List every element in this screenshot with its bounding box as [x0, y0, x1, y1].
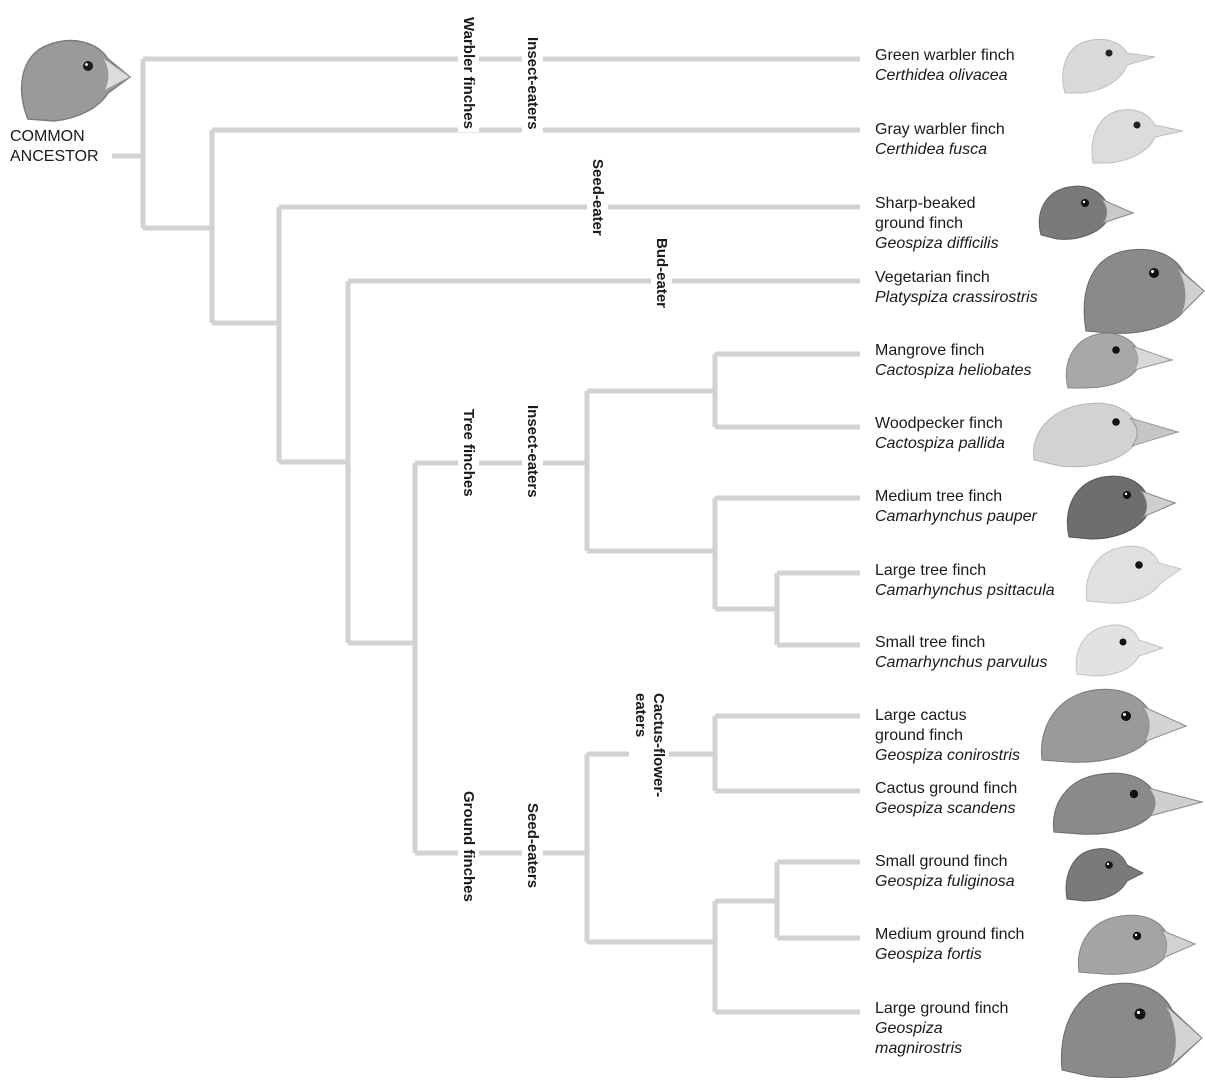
species-scientific-name: Geospiza conirostris [875, 746, 1020, 766]
species-common-name: Large tree finch [875, 561, 1055, 581]
finch-head-illustration [1063, 473, 1178, 543]
finch-head-illustration [14, 33, 132, 125]
finch-head-illustration [1062, 330, 1174, 392]
branch-cactospiza [587, 354, 715, 427]
label-warbler-finches: Warbler finches [458, 14, 479, 132]
species-common-name: Large ground finch [875, 999, 1008, 1019]
species-scientific-name: Certhidea fusca [875, 140, 1005, 160]
species-common-name: Sharp-beaked ground finch [875, 194, 999, 234]
species-woodpecker: Woodpecker finch Cactospiza pallida [875, 414, 1005, 454]
species-scientific-name: Certhidea olivacea [875, 66, 1015, 86]
species-large-cactus: Large cactus ground finch Geospiza conir… [875, 706, 1020, 766]
species-common-name: Vegetarian finch [875, 268, 1038, 288]
label-ground-finches: Ground finches [458, 788, 479, 905]
species-common-name: Green warbler finch [875, 46, 1015, 66]
finch-head-illustration [1035, 183, 1135, 243]
finch-head-illustration [1080, 245, 1205, 335]
species-common-name: Gray warbler finch [875, 120, 1005, 140]
finch-head-illustration [1058, 980, 1205, 1080]
species-sharp-beaked: Sharp-beaked ground finch Geospiza diffi… [875, 194, 999, 254]
species-scientific-name: Geospiza scandens [875, 799, 1017, 819]
tree-branches [112, 59, 860, 1012]
finch-head-illustration [1063, 845, 1145, 903]
finch-head-illustration [1083, 543, 1183, 607]
common-ancestor-label: COMMON ANCESTOR [10, 127, 99, 167]
finch-head-illustration [1075, 912, 1197, 978]
label-tree-insect-eaters: Insect-eaters [522, 402, 543, 501]
branch-node-c [279, 281, 348, 643]
species-scientific-name: Camarhynchus pauper [875, 507, 1037, 527]
finch-head-illustration [1050, 770, 1205, 838]
species-common-name: Medium tree finch [875, 487, 1037, 507]
species-scientific-name: Geospiza fuliginosa [875, 872, 1015, 892]
species-large-tree: Large tree finch Camarhynchus psittacula [875, 561, 1055, 601]
branch-tree-finches [415, 391, 587, 551]
species-small-tree: Small tree finch Camarhynchus parvulus [875, 633, 1048, 673]
species-scientific-name: Cactospiza heliobates [875, 361, 1032, 381]
species-common-name: Small tree finch [875, 633, 1048, 653]
species-cactus-ground: Cactus ground finch Geospiza scandens [875, 779, 1017, 819]
species-vegetarian: Vegetarian finch Platyspiza crassirostri… [875, 268, 1038, 308]
species-medium-ground: Medium ground finch Geospiza fortis [875, 925, 1024, 965]
species-common-name: Medium ground finch [875, 925, 1024, 945]
species-scientific-name: Camarhynchus parvulus [875, 653, 1048, 673]
finch-head-illustration [1087, 105, 1185, 167]
species-common-name: Large cactus ground finch [875, 706, 1020, 746]
finch-head-illustration [1030, 400, 1180, 472]
species-scientific-name: Geospiza magnirostris [875, 1019, 1008, 1059]
label-warbler-insect-eaters: Insect-eaters [522, 34, 543, 133]
label-cactus-flower-eaters: Cactus-flower- eaters [629, 690, 669, 800]
label-bud-eater: Bud-eater [651, 235, 672, 311]
species-green-warbler: Green warbler finch Certhidea olivacea [875, 46, 1015, 86]
finch-head-illustration [1057, 35, 1157, 95]
species-common-name: Woodpecker finch [875, 414, 1005, 434]
species-mangrove: Mangrove finch Cactospiza heliobates [875, 341, 1032, 381]
species-gray-warbler: Gray warbler finch Certhidea fusca [875, 120, 1005, 160]
species-medium-tree: Medium tree finch Camarhynchus pauper [875, 487, 1037, 527]
species-scientific-name: Geospiza difficilis [875, 234, 999, 254]
branch-ground-finches [415, 754, 587, 942]
branch-node-b [212, 207, 279, 462]
label-tree-finches: Tree finches [458, 406, 479, 500]
branch-node-a [143, 130, 212, 323]
species-scientific-name: Cactospiza pallida [875, 434, 1005, 454]
branch-ground-seed [587, 901, 715, 1012]
species-scientific-name: Camarhynchus psittacula [875, 581, 1055, 601]
finch-head-illustration [1073, 622, 1165, 678]
label-ground-seed-eaters: Seed-eaters [522, 800, 543, 891]
branch-large-small-tree [715, 573, 777, 645]
branch-node-d [348, 463, 415, 853]
finch-head-illustration [1038, 686, 1188, 766]
branch-small-medium-ground [715, 862, 777, 938]
species-common-name: Cactus ground finch [875, 779, 1017, 799]
species-small-ground: Small ground finch Geospiza fuliginosa [875, 852, 1015, 892]
species-scientific-name: Geospiza fortis [875, 945, 1024, 965]
species-common-name: Mangrove finch [875, 341, 1032, 361]
branch-camarhynchus [587, 498, 715, 609]
label-seed-eater: Seed-eater [587, 156, 608, 239]
species-large-ground: Large ground finch Geospiza magnirostris [875, 999, 1008, 1059]
species-common-name: Small ground finch [875, 852, 1015, 872]
species-scientific-name: Platyspiza crassirostris [875, 288, 1038, 308]
